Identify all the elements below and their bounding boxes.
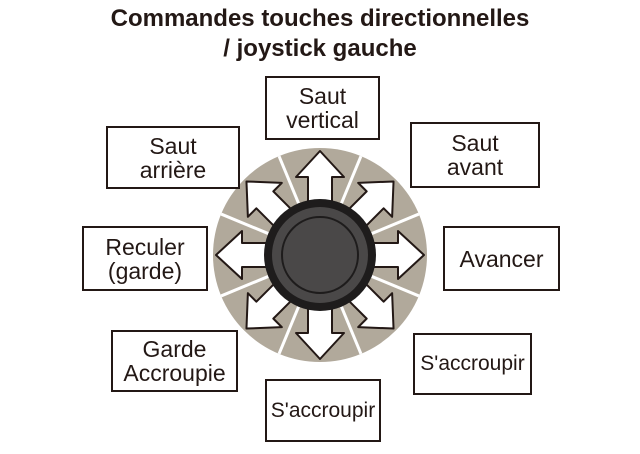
ring-divider [340, 306, 363, 355]
ring-divider [371, 212, 420, 235]
ring-divider [340, 155, 363, 204]
ring-divider [220, 275, 269, 298]
ring-divider [220, 212, 269, 235]
ring-divider [277, 155, 300, 204]
joystick-icon [264, 199, 376, 311]
label-right-avancer: Avancer [443, 226, 560, 291]
ring-dividers [220, 155, 420, 355]
diagram-title-line-1: Commandes touches directionnelles [110, 5, 530, 32]
ring-divider [371, 275, 420, 298]
ring-divider [277, 306, 300, 355]
label-down-right-s-accroupir: S'accroupir [413, 333, 532, 395]
label-left-reculer-garde: Reculer(garde) [82, 226, 208, 291]
label-down-s-accroupir: S'accroupir [265, 379, 381, 442]
diagram-title-line-2: / joystick gauche [223, 35, 417, 62]
